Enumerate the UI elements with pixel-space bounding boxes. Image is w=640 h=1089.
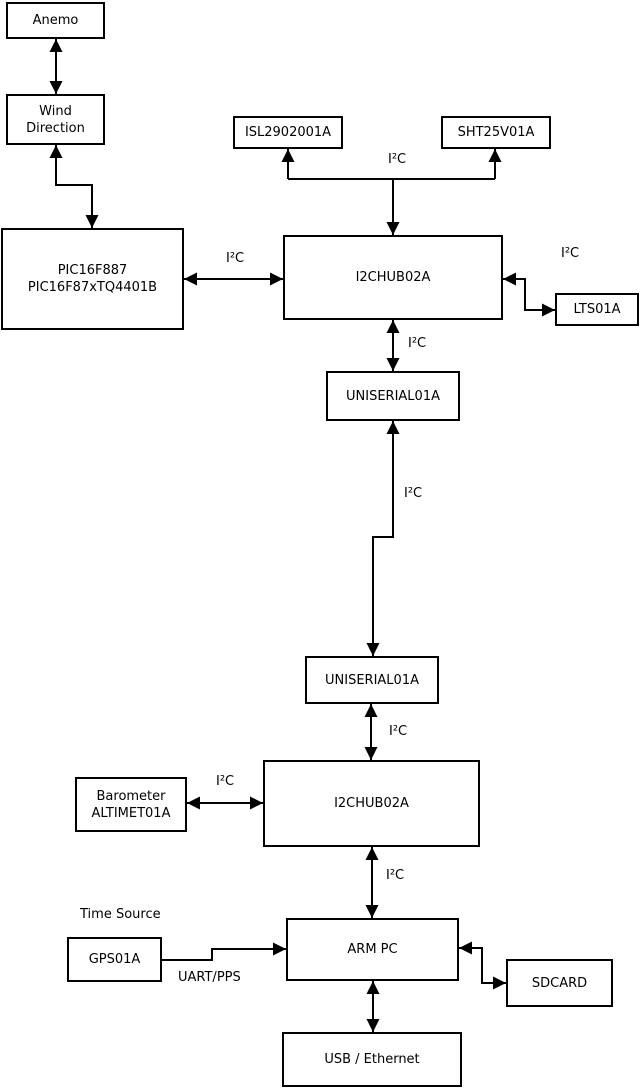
edge-label-i2c-uniserial2-hub2: I²C bbox=[389, 724, 408, 739]
edge-label-i2c-barometer-hub2: I²C bbox=[216, 774, 235, 789]
node-uniserial01a-1: UNISERIAL01A bbox=[326, 371, 460, 421]
node-anemo: Anemo bbox=[6, 2, 105, 39]
node-usb-ethernet: USB / Ethernet bbox=[282, 1032, 462, 1087]
node-i2chub02a-1-label: I2CHUB02A bbox=[355, 270, 431, 285]
node-anemo-label: Anemo bbox=[32, 13, 79, 28]
node-pic-line1: PIC16F887 bbox=[57, 263, 128, 278]
edge-hub1-lts bbox=[503, 272, 555, 317]
edge-label-i2c-sensor-bus: I²C bbox=[388, 152, 407, 167]
node-i2chub02a-2-label: I2CHUB02A bbox=[334, 796, 409, 811]
edge-label-i2c-uniserial-link: I²C bbox=[404, 486, 423, 501]
edge-uniserial1-uniserial2 bbox=[366, 421, 400, 656]
node-sdcard: SDCARD bbox=[506, 959, 613, 1007]
annotation-time-source: Time Source bbox=[80, 907, 161, 922]
edge-label-uart-pps: UART/PPS bbox=[178, 970, 241, 985]
node-sht25v01a: SHT25V01A bbox=[441, 116, 551, 149]
node-uniserial01a-2-label: UNISERIAL01A bbox=[325, 672, 419, 688]
node-lts01a: LTS01A bbox=[555, 293, 639, 326]
edge-label-i2c-hub1-uniserial1: I²C bbox=[408, 336, 427, 351]
edge-label-i2c-pic-hub1: I²C bbox=[226, 251, 245, 266]
node-uniserial01a-1-label: UNISERIAL01A bbox=[346, 388, 440, 404]
node-gps01a-label: GPS01A bbox=[88, 952, 141, 967]
node-lts01a-label: LTS01A bbox=[573, 302, 621, 317]
node-wind-direction: Wind Direction bbox=[6, 94, 105, 145]
node-wind-direction-line2: Direction bbox=[26, 120, 85, 136]
node-pic-microcontroller: PIC16F887 PIC16F87xTQ4401B bbox=[1, 228, 184, 330]
edge-wind-pic bbox=[49, 145, 99, 228]
node-sdcard-label: SDCARD bbox=[531, 975, 588, 991]
edge-label-i2c-hub2-armpc: I²C bbox=[386, 868, 405, 883]
node-i2chub02a-1: I2CHUB02A bbox=[283, 235, 503, 320]
edge-gps-armpc bbox=[162, 942, 286, 961]
node-isl2902001a: ISL2902001A bbox=[233, 116, 343, 149]
node-barometer-altimet01a: Barometer ALTIMET01A bbox=[75, 777, 187, 832]
node-usb-ethernet-label: USB / Ethernet bbox=[324, 1052, 420, 1067]
node-gps01a: GPS01A bbox=[67, 937, 162, 982]
node-isl2902001a-label: ISL2902001A bbox=[244, 125, 332, 140]
node-uniserial01a-2: UNISERIAL01A bbox=[305, 656, 439, 704]
node-barometer-line2: ALTIMET01A bbox=[91, 805, 171, 821]
node-sht25v01a-label: SHT25V01A bbox=[457, 125, 535, 140]
node-wind-direction-line1: Wind bbox=[39, 103, 72, 119]
node-pic-line2: PIC16F87xTQ4401B bbox=[27, 280, 158, 295]
node-barometer-line1: Barometer bbox=[96, 788, 166, 804]
edge-armpc-sdcard bbox=[459, 941, 506, 990]
node-arm-pc: ARM PC bbox=[286, 918, 459, 981]
node-i2chub02a-2: I2CHUB02A bbox=[263, 760, 480, 847]
edge-label-i2c-hub1-lts: I²C bbox=[561, 246, 580, 261]
node-arm-pc-label: ARM PC bbox=[347, 942, 398, 957]
